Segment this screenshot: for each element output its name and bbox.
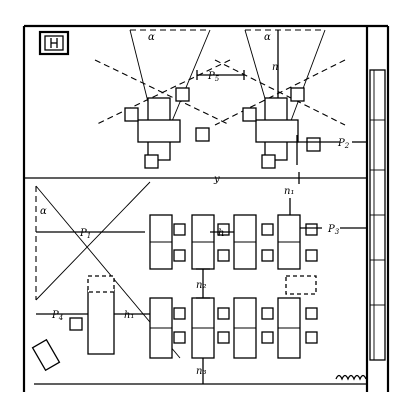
angle-label-upper-left: α [148, 32, 155, 43]
upper-light-cones [94, 29, 346, 151]
p3-label: P3 [327, 224, 340, 236]
diagram-labels: α α α P5 P2 P3 P1 P4 y n n₁ n₂ n₃ h h₁ [40, 32, 350, 377]
radiator-icon [335, 374, 367, 381]
upper-left-desks [124, 87, 210, 169]
n-label: n [272, 62, 278, 73]
p1-label: P1 [79, 228, 91, 240]
h1-label: h₁ [124, 310, 134, 321]
p4-label: P4 [51, 310, 63, 322]
angle-label-upper-right: α [264, 32, 271, 43]
upper-dimensions [196, 30, 367, 165]
h-label: h [218, 228, 224, 239]
lower-dimensions [36, 198, 367, 384]
p2-label: P2 [337, 138, 350, 150]
lower-desk-grid [149, 214, 318, 359]
left-lower-desk [31, 275, 115, 372]
window-icon [38, 30, 70, 56]
p5-label: P5 [207, 71, 220, 83]
angle-label-lower-left: α [40, 206, 47, 217]
n1-label: n₁ [284, 186, 294, 197]
y-dimension [24, 172, 367, 184]
room-walls [22, 24, 390, 392]
upper-right-desks [242, 87, 321, 169]
y-label: y [213, 174, 220, 185]
n3-label: n₃ [196, 366, 206, 377]
n2-label: n₂ [196, 280, 206, 291]
window-wall [369, 69, 386, 361]
